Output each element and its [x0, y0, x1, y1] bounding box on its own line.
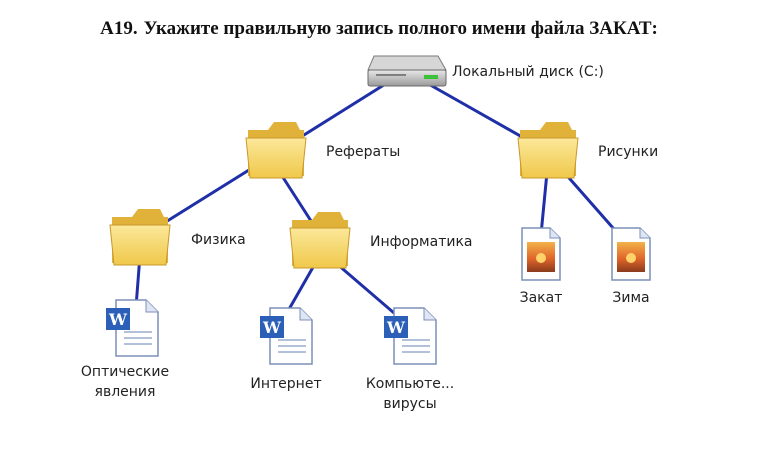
- word-document-icon-opticheskie: W: [106, 299, 159, 357]
- label-internet: Интернет: [250, 376, 322, 392]
- label-risunki: Рисунки: [598, 144, 659, 160]
- hard-drive-icon: [367, 55, 447, 87]
- label-zima: Зима: [612, 290, 650, 306]
- question-title: А19.Укажите правильную запись полного им…: [0, 18, 758, 40]
- label-kompyuternye-line1: Компьюте...: [365, 376, 455, 392]
- label-kompyuternye: Компьюте... вирусы: [350, 374, 470, 414]
- label-opticheskie-line1: Оптические: [80, 364, 170, 380]
- svg-text:W: W: [386, 318, 406, 337]
- question-text: Укажите правильную запись полного имени …: [143, 18, 658, 39]
- label-opticheskie-line2: явления: [94, 384, 156, 400]
- label-root: Локальный диск (C:): [452, 64, 604, 80]
- label-zakat: Закат: [519, 290, 563, 306]
- word-document-icon-kompyuternye: W: [384, 307, 437, 365]
- folder-icon-risunki: [517, 122, 579, 179]
- folder-icon-fizika: [109, 209, 171, 266]
- svg-text:W: W: [262, 318, 282, 337]
- image-file-icon-zima: [611, 227, 651, 281]
- folder-icon-informatika: [289, 212, 351, 269]
- svg-text:W: W: [108, 310, 128, 329]
- label-opticheskie: Оптические явления: [70, 362, 180, 402]
- folder-icon-referaty: [245, 122, 307, 179]
- word-document-icon-internet: W: [260, 307, 313, 365]
- label-kompyuternye-line2: вирусы: [383, 396, 437, 412]
- label-fizika: Физика: [191, 232, 246, 248]
- image-file-icon-zakat: [521, 227, 561, 281]
- label-informatika: Информатика: [370, 234, 473, 250]
- question-number: А19.: [100, 18, 138, 39]
- label-referaty: Рефераты: [326, 144, 401, 160]
